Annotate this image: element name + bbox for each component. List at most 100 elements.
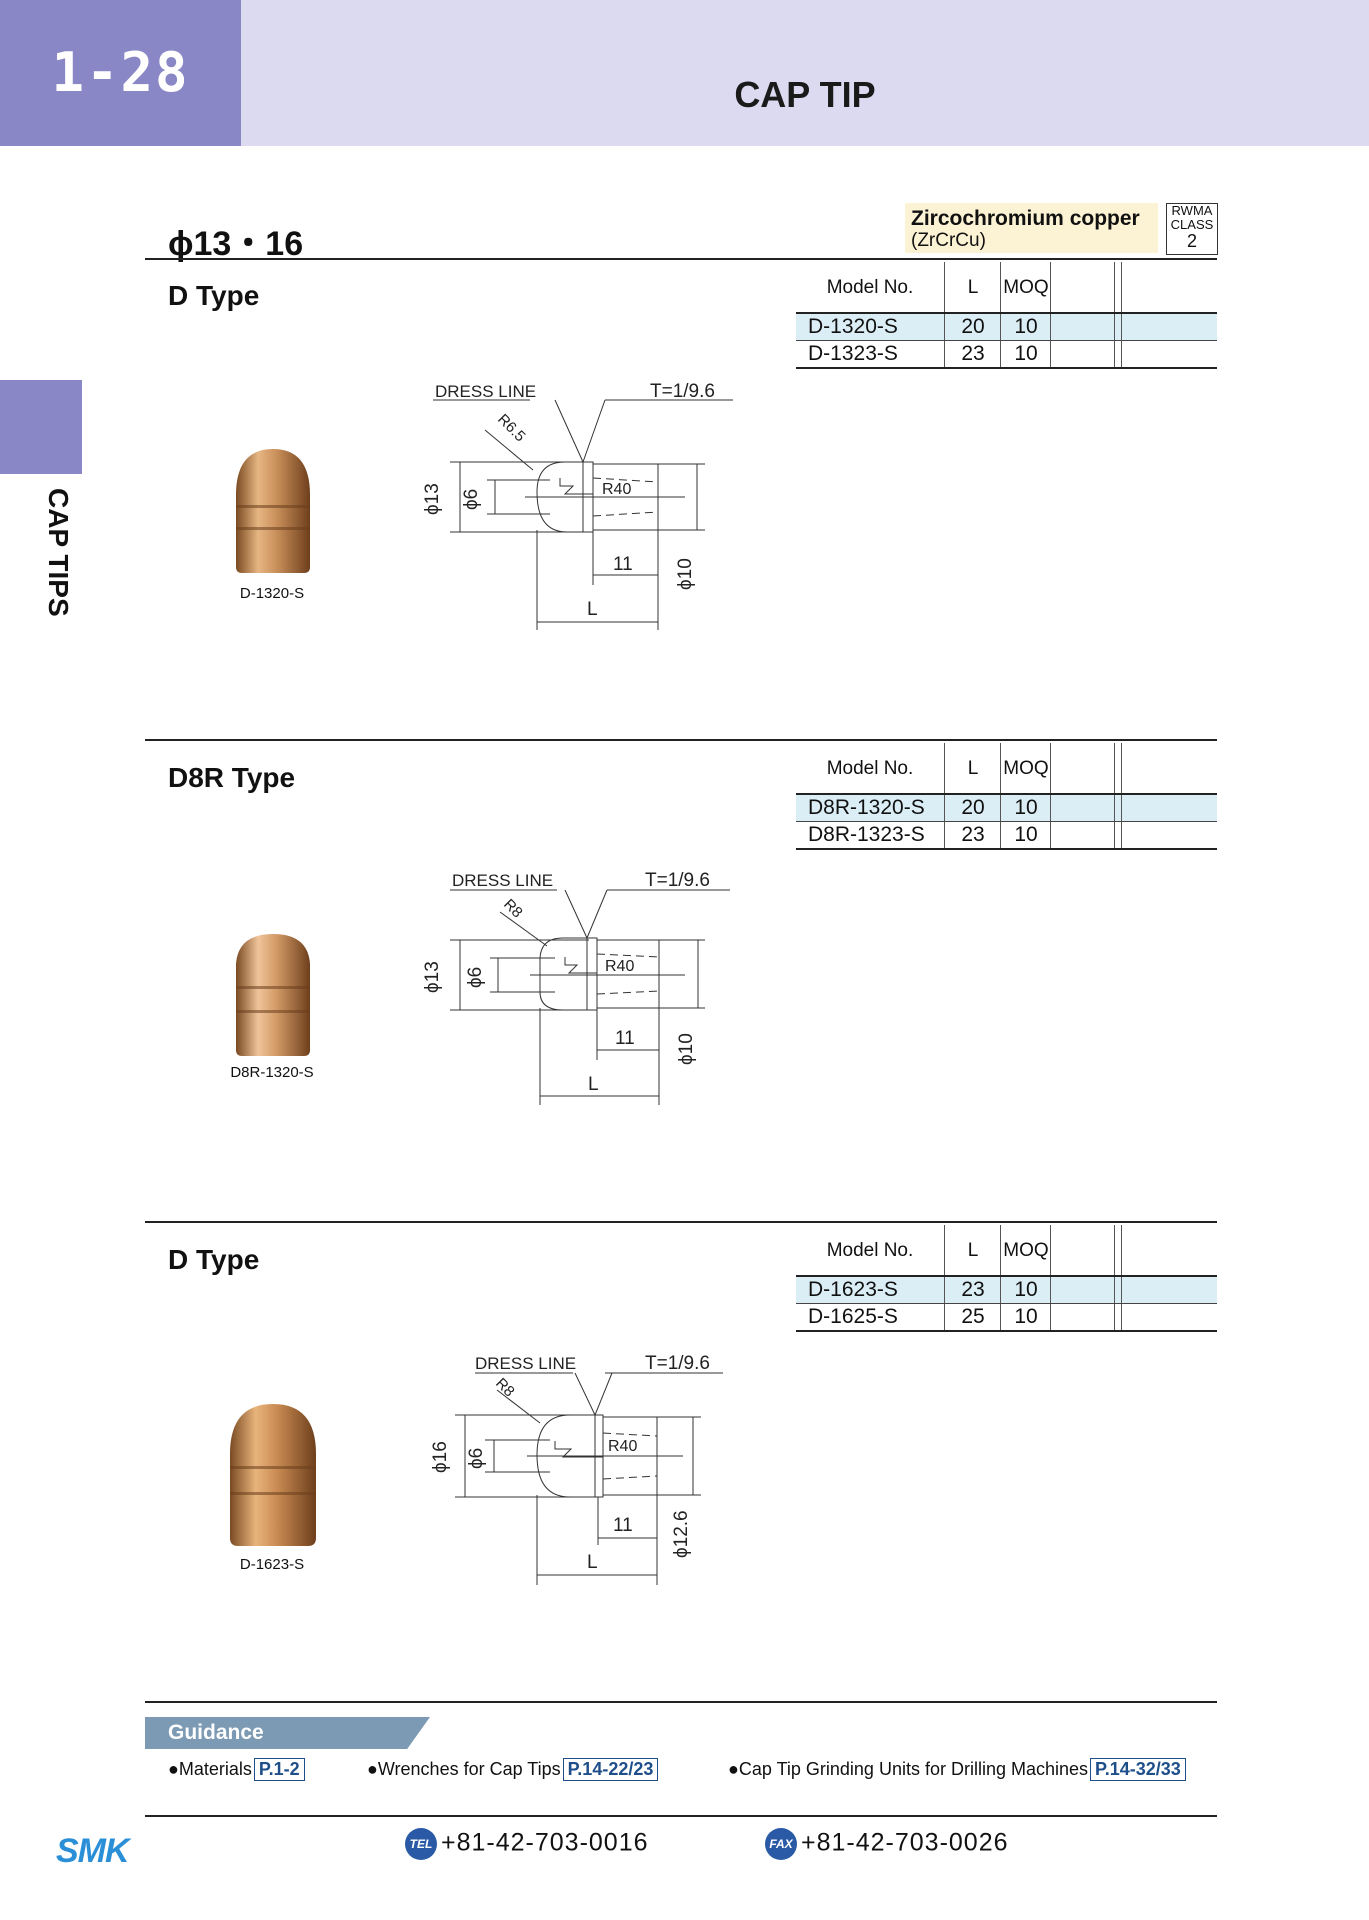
- header-l: L: [944, 743, 1001, 793]
- cell-model: D8R-1320-S: [808, 796, 925, 819]
- page-ref-link[interactable]: P.14-22/23: [562, 1758, 659, 1781]
- photo-caption: D-1320-S: [239, 585, 305, 602]
- cell-blank: [1114, 341, 1122, 367]
- header-moq: MOQ: [1000, 262, 1051, 312]
- rwma-class-label: CLASS: [1170, 217, 1214, 232]
- table-row: D-1623-S 23 10: [796, 1277, 1217, 1304]
- cell-moq: 10: [1000, 1304, 1051, 1330]
- cell-l: 20: [944, 314, 1001, 340]
- cell-model: D8R-1323-S: [808, 823, 925, 846]
- table-row: D-1320-S 20 10: [796, 314, 1217, 341]
- length-label: L: [587, 1552, 598, 1573]
- cell-blank: [1050, 822, 1115, 848]
- fax-icon: FAX: [765, 1828, 797, 1860]
- cell-moq: 10: [1000, 314, 1051, 340]
- depth-label: 11: [615, 1028, 635, 1049]
- radius-label: R6.5: [494, 411, 528, 445]
- outer-diameter-label: ϕ13: [422, 961, 443, 993]
- fax-contact: FAX+81-42-703-0026: [765, 1828, 1009, 1860]
- header-moq: MOQ: [1000, 743, 1051, 793]
- cell-model: D-1623-S: [808, 1278, 898, 1301]
- r40-label: R40: [602, 481, 631, 498]
- inner-diameter-label: ϕ6: [461, 489, 482, 510]
- inner-diameter-label: ϕ6: [465, 967, 486, 988]
- cell-model: D-1323-S: [808, 342, 898, 365]
- header-blank: [1050, 262, 1115, 312]
- cell-moq: 10: [1000, 341, 1051, 367]
- depth-label: 11: [613, 1515, 633, 1536]
- tel-number: +81-42-703-0016: [441, 1828, 649, 1857]
- header-l: L: [944, 1225, 1001, 1275]
- header-blank: [1050, 743, 1115, 793]
- table-row: D-1625-S 25 10: [796, 1304, 1217, 1332]
- table-header: Model No. L MOQ: [796, 743, 1217, 795]
- cap-tip-photo: [230, 1404, 316, 1546]
- cell-blank: [1050, 341, 1115, 367]
- taper-label: T=1/9.6: [650, 381, 715, 402]
- length-label: L: [587, 599, 598, 620]
- rwma-class-value: 2: [1186, 231, 1197, 251]
- guidance-text: ●Materials: [168, 1759, 252, 1779]
- technical-drawing: DRESS LINE T=1/9.6 R8 R40 ϕ13 ϕ6 ϕ10 11 …: [422, 870, 730, 1105]
- page-title: CAP TIP: [734, 74, 876, 115]
- company-logo: SMK: [56, 1832, 130, 1870]
- cap-tip-photo: [236, 449, 310, 573]
- page-ref-link[interactable]: P.14-32/33: [1090, 1758, 1186, 1781]
- size-title: ϕ13・16: [168, 225, 304, 263]
- section-title: D Type: [168, 280, 260, 311]
- outer-diameter-label: ϕ13: [422, 483, 443, 515]
- table-row: D8R-1320-S 20 10: [796, 795, 1217, 822]
- cell-moq: 10: [1000, 1277, 1051, 1303]
- section-divider: [145, 258, 1217, 260]
- photo-caption: D-1623-S: [239, 1556, 305, 1573]
- shank-diameter-label: ϕ12.6: [671, 1510, 692, 1558]
- guidance-text: ●Cap Tip Grinding Units for Drilling Mac…: [728, 1759, 1089, 1779]
- cap-tip-photo: [236, 934, 310, 1056]
- page-ref-link[interactable]: P.1-2: [253, 1758, 305, 1781]
- cell-blank: [1114, 822, 1122, 848]
- inner-diameter-label: ϕ6: [466, 1448, 487, 1469]
- cell-l: 25: [944, 1304, 1001, 1330]
- phone-icon: TEL: [405, 1828, 437, 1860]
- table-header: Model No. L MOQ: [796, 1225, 1217, 1277]
- material-box: Zircochromium copper (ZrCrCu): [905, 203, 1158, 253]
- footer-divider: [145, 1815, 1217, 1817]
- cell-l: 23: [944, 822, 1001, 848]
- header-blank: [1050, 1225, 1115, 1275]
- cell-blank: [1050, 314, 1115, 340]
- section-divider: [145, 739, 1217, 741]
- header-model: Model No.: [826, 277, 914, 298]
- radius-label: R8: [500, 896, 526, 922]
- page-number: 1-28: [0, 0, 241, 146]
- tel-contact: TEL+81-42-703-0016: [405, 1828, 649, 1860]
- cell-l: 23: [944, 341, 1001, 367]
- dress-line-label: DRESS LINE: [452, 871, 553, 890]
- header-moq: MOQ: [1000, 1225, 1051, 1275]
- side-tab-marker: [0, 380, 82, 474]
- header-blank: [1114, 1225, 1122, 1275]
- technical-drawing: DRESS LINE T=1/9.6 R8 R40 ϕ16 ϕ6 ϕ12.6 1…: [430, 1353, 723, 1585]
- dress-line-label: DRESS LINE: [435, 382, 536, 401]
- guidance-label: Guidance: [168, 1721, 264, 1744]
- depth-label: 11: [613, 554, 633, 575]
- rwma-label: RWMA: [1171, 203, 1213, 218]
- cell-blank: [1114, 314, 1122, 340]
- photo-caption: D8R-1320-S: [230, 1064, 314, 1081]
- shank-diameter-label: ϕ10: [676, 1033, 697, 1065]
- cell-moq: 10: [1000, 795, 1051, 821]
- guidance-divider: [145, 1701, 1217, 1703]
- outer-diameter-label: ϕ16: [430, 1441, 451, 1473]
- table-header: Model No. L MOQ: [796, 262, 1217, 314]
- taper-label: T=1/9.6: [645, 870, 710, 891]
- side-tab-label: CAP TIPS: [43, 488, 74, 617]
- header-blank: [1114, 262, 1122, 312]
- section-title: D Type: [168, 1244, 260, 1275]
- r40-label: R40: [605, 958, 634, 975]
- cell-blank: [1050, 1304, 1115, 1330]
- cell-l: 23: [944, 1277, 1001, 1303]
- cell-blank: [1050, 795, 1115, 821]
- r40-label: R40: [608, 1438, 637, 1455]
- material-name: Zircochromium copper: [911, 207, 1140, 230]
- cell-moq: 10: [1000, 822, 1051, 848]
